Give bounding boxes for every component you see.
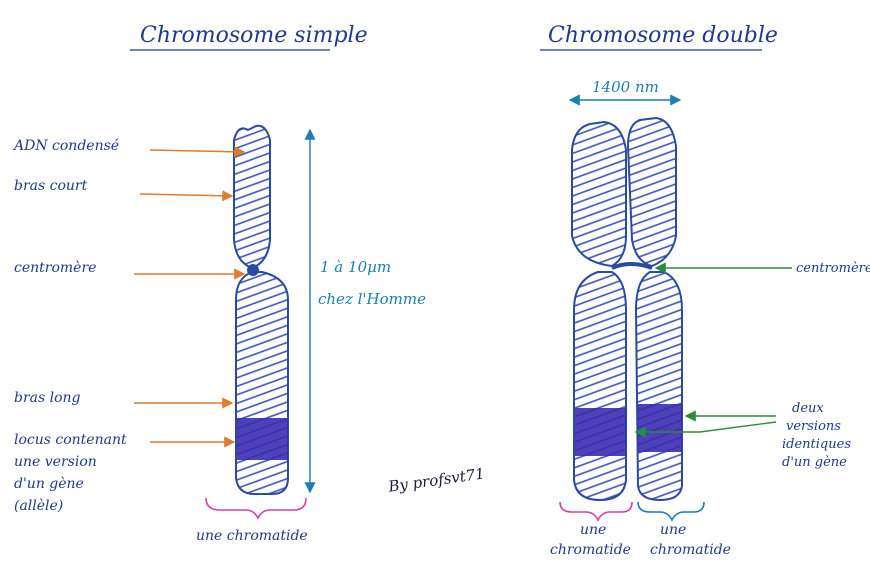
label-locus-2: une version (14, 454, 97, 470)
arrow-short-arm (140, 194, 232, 196)
centromere-junction (612, 264, 652, 268)
chromatid-brace-left (206, 498, 306, 518)
size-label-2: chez l'Homme (318, 290, 426, 308)
chromatid-brace-a (560, 502, 632, 520)
chromatid-right-top (628, 118, 676, 266)
chromatid-a-label-1: une (580, 522, 606, 538)
label-centromere-right: centromère (796, 261, 870, 276)
allele-band (237, 418, 288, 460)
chromatid-b-label-1: une (660, 522, 686, 538)
chromatid-left-top (572, 122, 626, 266)
label-versions-1: deux (792, 401, 824, 416)
label-locus-3: d'un gène (14, 476, 84, 492)
label-versions-2: versions (786, 419, 841, 434)
arrow-condensed-dna (150, 150, 244, 152)
signature: By profsvt71 (386, 464, 485, 495)
label-short-arm: bras court (14, 178, 88, 194)
chromatid-right-bottom (636, 272, 682, 500)
chromatid-left-bottom (574, 272, 626, 500)
chromatid-a-label-2: chromatide (550, 542, 631, 558)
label-locus-1: locus contenant (14, 432, 127, 448)
single-chromosome (234, 126, 288, 494)
double-chromosome (572, 118, 682, 500)
label-locus-4: (allèle) (14, 498, 63, 514)
allele-band-left (575, 408, 626, 456)
width-label: 1400 nm (592, 78, 659, 96)
long-arm-shape (236, 272, 288, 494)
label-versions-3: identiques (782, 437, 851, 452)
chromatid-brace-b (638, 502, 704, 520)
size-label-1: 1 à 10µm (320, 258, 391, 276)
chromatid-b-label-2: chromatide (650, 542, 731, 558)
chromatid-label-single: une chromatide (196, 528, 308, 544)
label-centromere-left: centromère (14, 260, 96, 276)
centromere-left (247, 264, 259, 276)
label-long-arm: bras long (14, 390, 81, 406)
label-condensed-dna: ADN condensé (12, 138, 119, 154)
allele-band-right (638, 404, 682, 452)
title-simple: Chromosome simple (140, 23, 368, 48)
label-versions-4: d'un gène (782, 455, 847, 470)
title-double: Chromosome double (548, 23, 778, 48)
short-arm-shape (234, 126, 270, 268)
